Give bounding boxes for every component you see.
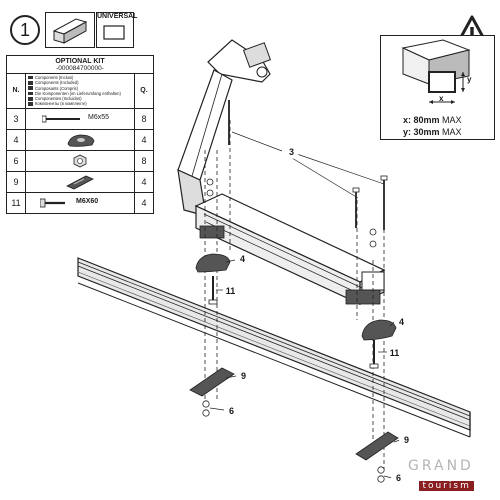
- lang-line: Components (Included): [28, 80, 132, 85]
- row-number: 11: [11, 197, 21, 208]
- row-number: 6: [13, 155, 19, 166]
- install-guide-lines: [204, 120, 385, 470]
- kit-code: -000084700000-: [56, 65, 104, 72]
- callout-9-upper: 9: [236, 368, 251, 383]
- row-number: 9: [13, 176, 19, 187]
- row-qty: 4: [141, 197, 147, 208]
- roof-bar: [77, 257, 471, 438]
- bar-profile-box: [45, 12, 95, 48]
- x-max-text: x: 80mm MAX: [403, 115, 462, 125]
- kit-part-cell: M6X60: [25, 192, 135, 213]
- row-number: 4: [13, 134, 19, 145]
- callout-6-lower: 6: [391, 470, 406, 485]
- bolt-spec: M6X60: [76, 197, 99, 205]
- kit-row-bolt: 11 M6X60 4: [7, 192, 153, 213]
- col-n-header: N.: [12, 87, 20, 95]
- bar-dimension-box: x y x: 80mm MAX y: 30mm MAX: [380, 35, 495, 140]
- callout-11-lower: 11: [387, 345, 402, 360]
- callout-4-lower: 4: [394, 314, 409, 329]
- clamp-bottom-icon: [66, 175, 94, 190]
- universal-label: UNIVERSAL: [97, 13, 138, 20]
- row-number: 3: [13, 113, 19, 124]
- kit-part-cell: M6x55: [25, 108, 135, 129]
- flag-icon: [28, 75, 33, 80]
- step-number-circle: 1: [10, 15, 40, 45]
- brand-watermark: GRAND tourism: [408, 458, 474, 493]
- ski-carrier: [177, 39, 386, 305]
- kit-row-clamp-bottom: 9 4: [7, 171, 153, 193]
- lang-line: Componentes (Incluidos): [28, 96, 132, 101]
- flag-icon: [28, 81, 33, 85]
- flag-icon: [28, 91, 33, 96]
- col-q-header: Q.: [140, 87, 148, 95]
- kit-row-clamp-top: 4 4: [7, 129, 153, 151]
- screw-icon: [42, 115, 80, 123]
- y-max-text: y: 30mm MAX: [403, 127, 462, 137]
- brand-name: GRAND: [408, 458, 474, 474]
- universal-bar-icon: [103, 25, 125, 40]
- brand-tagline: tourism: [419, 481, 474, 491]
- screw-spec: M6x55: [88, 113, 110, 121]
- flag-icon: [28, 102, 33, 106]
- flag-icon: [28, 97, 33, 101]
- lang-line: Компоненты (в комплекте): [28, 101, 132, 106]
- bottom-nuts: [202, 400, 385, 483]
- kit-part-cell: [25, 171, 135, 192]
- kit-row-screw: 3 M6x55 8: [7, 108, 153, 130]
- row-qty: 8: [141, 113, 147, 124]
- row-qty: 8: [141, 155, 147, 166]
- carrier-nuts: [206, 178, 377, 248]
- kit-part-cell: [25, 129, 135, 150]
- lang-line: Die Komponenten (im Lieferumfang enthalt…: [28, 91, 132, 96]
- flag-icon: [28, 86, 33, 91]
- kit-languages: Componenti (Inclusi) Components (Include…: [25, 74, 135, 108]
- kit-part-cell: [25, 150, 135, 171]
- kit-row-nut: 6 8: [7, 150, 153, 172]
- row-qty: 4: [141, 176, 147, 187]
- universal-box: UNIVERSAL: [96, 12, 138, 48]
- clamp-tops: [195, 253, 397, 341]
- y-axis-label: y: [467, 75, 472, 84]
- kit-header-row: N. Componenti (Inclusi) Components (Incl…: [7, 73, 153, 109]
- clamp-top-icon: [67, 134, 95, 147]
- optional-kit-table: OPTIONAL KIT -000084700000- N. Component…: [6, 55, 154, 214]
- callout-11-upper: 11: [223, 283, 238, 298]
- lang-line: Componenti (Inclusi): [28, 75, 132, 80]
- bolts: [208, 276, 379, 369]
- nut-icon: [73, 154, 87, 168]
- callout-6-upper: 6: [224, 403, 239, 418]
- callout-3: 3: [284, 144, 299, 159]
- callout-4-upper: 4: [235, 251, 250, 266]
- lang-line: Composants (Compris): [28, 86, 132, 91]
- bar-profile-icon: [52, 18, 88, 44]
- x-axis-label: x: [439, 94, 444, 103]
- row-qty: 4: [141, 134, 147, 145]
- clamp-bottoms: [189, 367, 399, 461]
- callout-leaders: [209, 131, 401, 479]
- callout-9-lower: 9: [399, 432, 414, 447]
- screws: [228, 100, 388, 230]
- bolt-icon: [40, 198, 65, 208]
- bar-dimension-illustration: [401, 39, 471, 104]
- step-number: 1: [19, 19, 30, 40]
- kit-title: OPTIONAL KIT: [55, 58, 105, 65]
